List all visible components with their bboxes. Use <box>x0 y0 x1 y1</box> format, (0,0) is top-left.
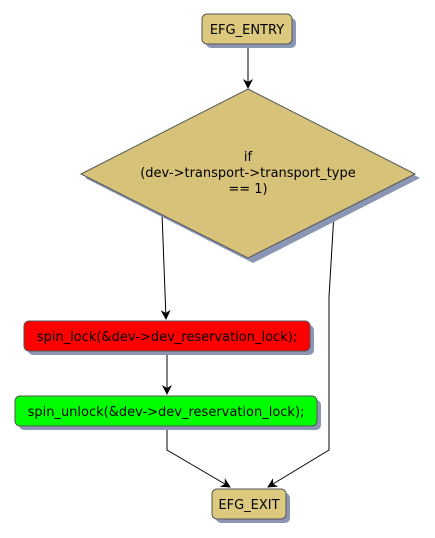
exit-node: EFG_EXIT <box>211 488 290 523</box>
entry-node-box <box>201 13 293 45</box>
condition-node-diamond <box>79 88 417 259</box>
condition-line-3: == 1) <box>228 182 267 197</box>
spin-lock-node-box <box>23 320 311 352</box>
exit-node-label: EFG_EXIT <box>218 498 279 513</box>
spin-lock-node-label: spin_lock(&dev->dev_reservation_lock); <box>37 330 297 345</box>
edge-condition-to-spin-lock <box>160 212 171 320</box>
edge-spin-unlock-to-exit <box>166 426 231 488</box>
spin-unlock-node-label: spin_unlock(&dev->dev_reservation_lock); <box>28 405 305 420</box>
spin-unlock-node-box <box>14 395 318 427</box>
condition-node: if (dev->transport->transport_type == 1) <box>79 88 420 263</box>
exit-node-box <box>211 488 287 520</box>
spin-lock-node: spin_lock(&dev->dev_reservation_lock); <box>23 320 314 355</box>
entry-node-label: EFG_ENTRY <box>210 23 284 38</box>
edge-condition-to-exit <box>267 212 335 488</box>
condition-line-1: if <box>244 150 253 165</box>
condition-line-2: (dev->transport->transport_type <box>140 166 356 181</box>
edges <box>160 46 335 488</box>
spin-unlock-node: spin_unlock(&dev->dev_reservation_lock); <box>14 395 321 430</box>
entry-node: EFG_ENTRY <box>201 13 296 48</box>
